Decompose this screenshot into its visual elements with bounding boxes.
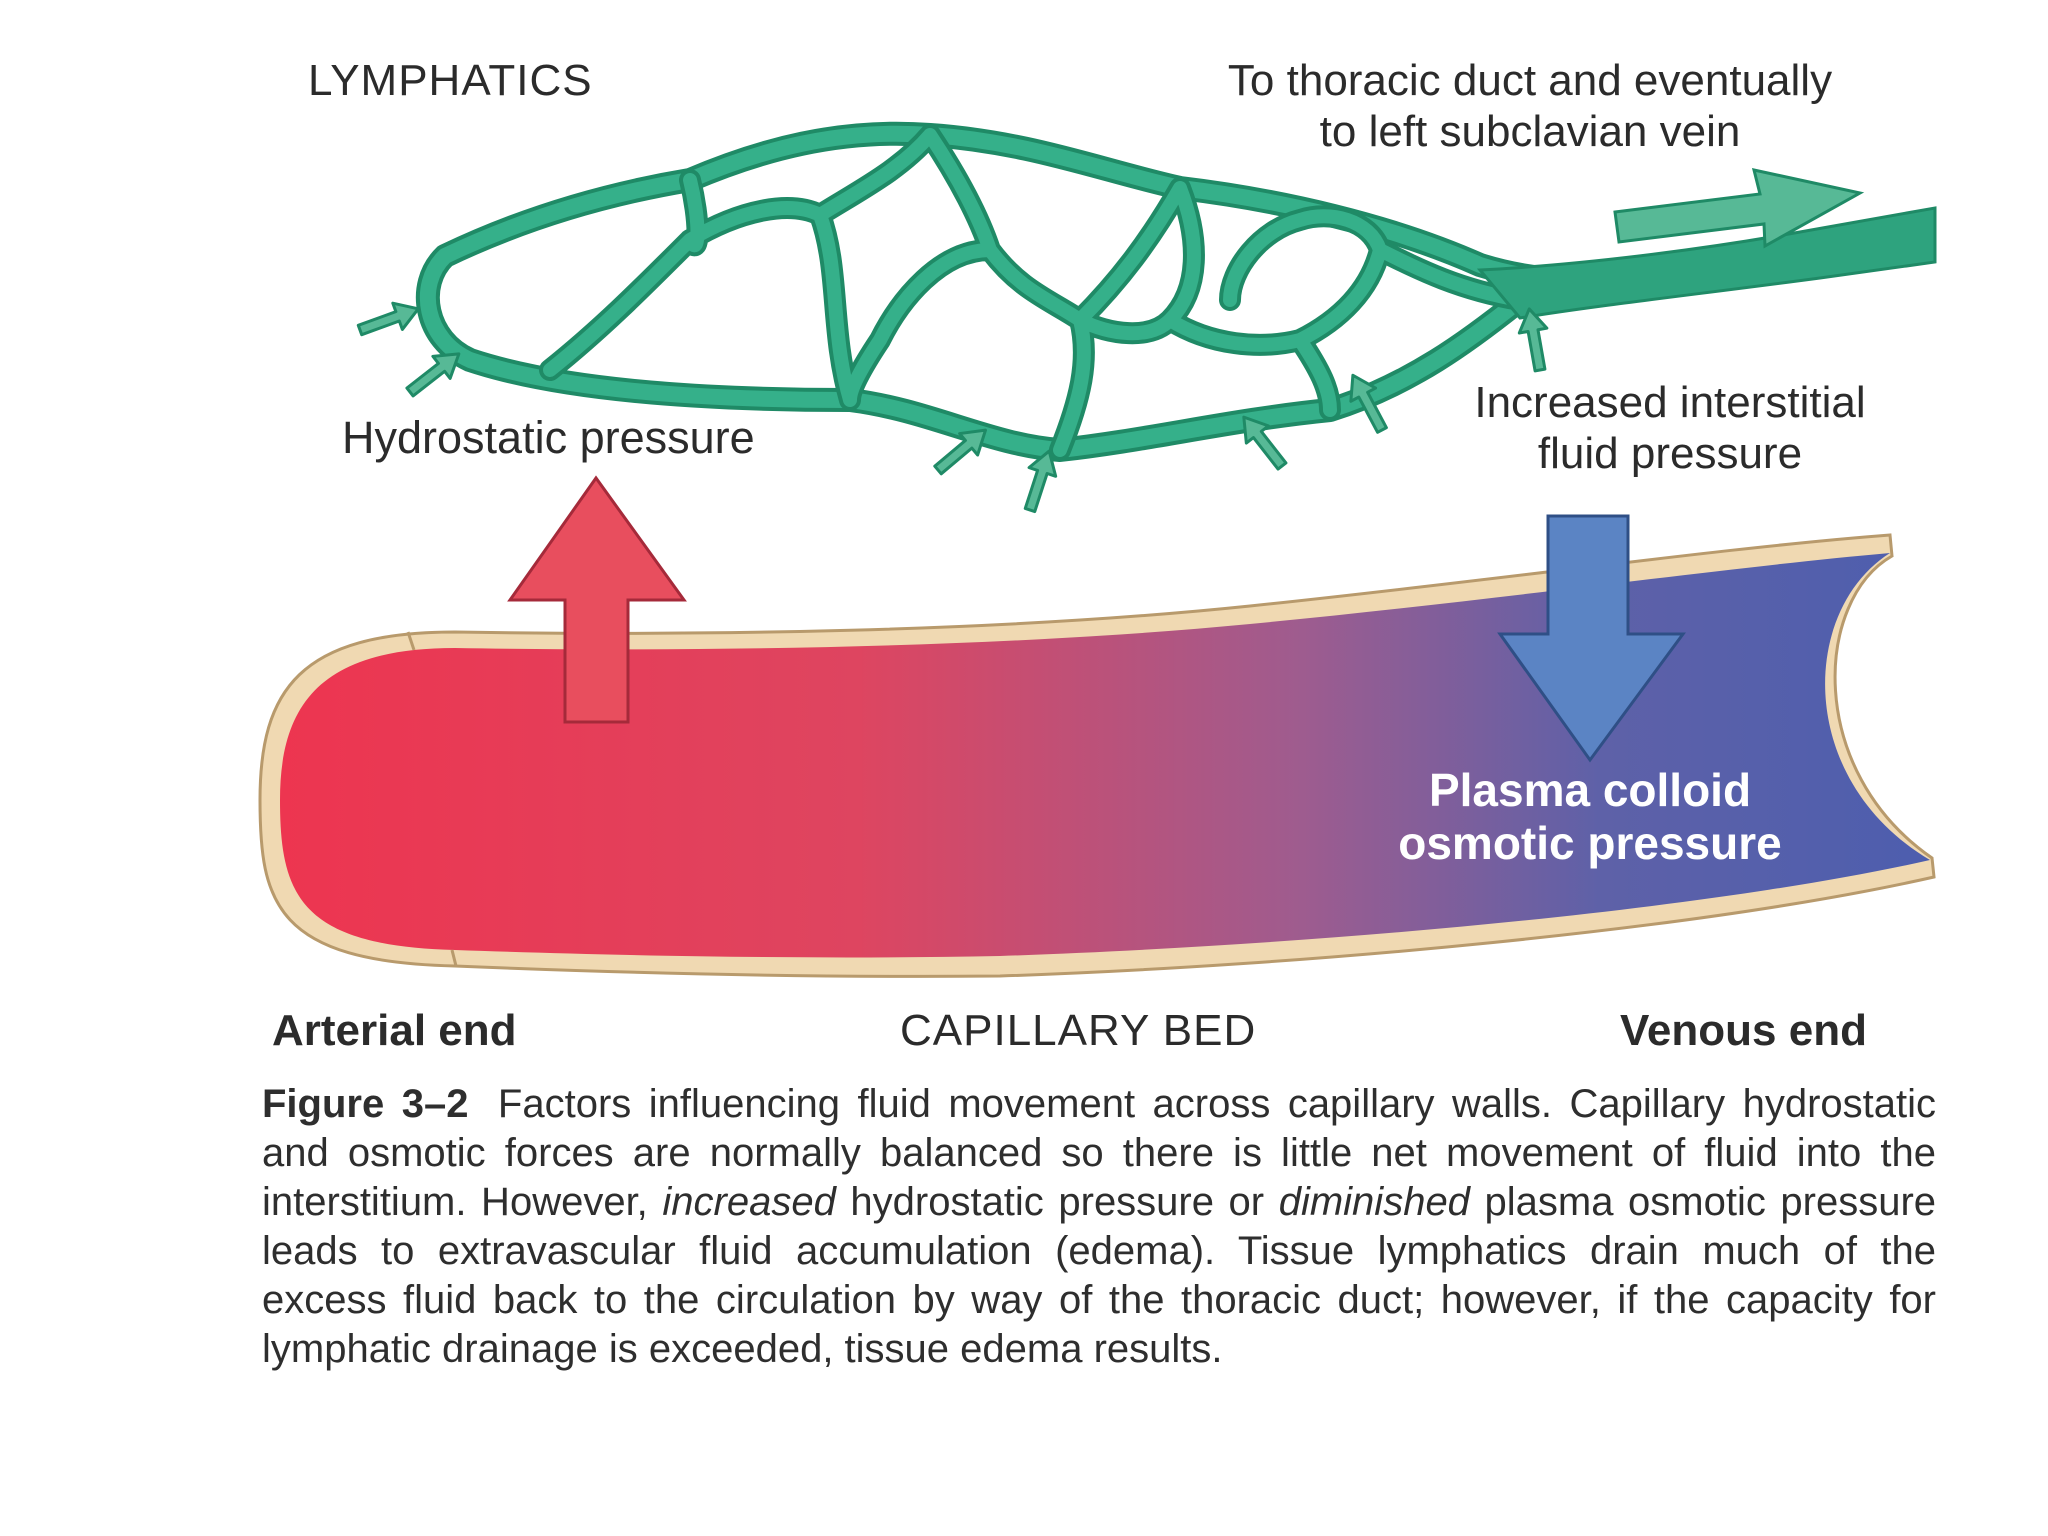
plasma-osmotic-pressure-label: Plasma colloid osmotic pressure (1330, 764, 1850, 870)
thoracic-duct-label: To thoracic duct and eventually to left … (1120, 56, 1940, 157)
lymphatic-network (415, 121, 1937, 462)
caption-text-2: hydrostatic pressure or (850, 1180, 1265, 1224)
wall-seam (450, 949, 458, 967)
caption-emphasis-increased: increased (662, 1180, 836, 1224)
capillary-lumen (280, 553, 1930, 958)
interstitial-pressure-label-line2: fluid pressure (1537, 428, 1803, 478)
caption-text-3: plasma osmotic pressure leads to extrava… (262, 1180, 1937, 1371)
caption-text-1: Factors influencing fluid movement acros… (262, 1082, 1936, 1224)
arterial-end-label: Arterial end (272, 1006, 517, 1055)
inflow-arrow (933, 428, 987, 476)
interstitial-pressure-label-line1: Increased interstitial (1474, 378, 1866, 427)
plasma-osmotic-label-line1: Plasma colloid (1428, 764, 1752, 816)
thoracic-duct-label-line2: to left subclavian vein (1319, 106, 1741, 156)
caption-emphasis-diminished: diminished (1278, 1180, 1470, 1224)
inflow-arrow (1517, 307, 1549, 373)
inflow-arrow (1242, 415, 1288, 471)
inflow-arrow (1349, 373, 1388, 434)
interstitial-pressure-label: Increased interstitial fluid pressure (1400, 378, 1940, 479)
inflow-arrow (405, 352, 461, 398)
plasma-osmotic-label-line2: osmotic pressure (1398, 816, 1782, 869)
wall-seam (406, 631, 416, 651)
hydrostatic-arrow (507, 475, 687, 724)
inflow-arrow (356, 301, 420, 337)
venous-end-label: Venous end (1620, 1006, 1867, 1055)
hydrostatic-pressure-label: Hydrostatic pressure (342, 412, 755, 463)
capillary-bed-label: CAPILLARY BED (900, 1006, 1257, 1055)
drainage-arrow (1613, 168, 1865, 249)
thoracic-duct-label-line1: To thoracic duct and eventually (1227, 56, 1833, 105)
osmotic-arrow (1497, 514, 1686, 763)
collecting-duct (1476, 206, 1937, 320)
figure-number: Figure 3–2 (262, 1082, 469, 1126)
figure-caption: Figure 3–2 Factors influencing fluid mov… (262, 1080, 1936, 1374)
fluid-inflow-arrows (356, 301, 1549, 514)
inflow-arrow (1023, 449, 1058, 514)
lymphatics-label: LYMPHATICS (308, 56, 593, 105)
